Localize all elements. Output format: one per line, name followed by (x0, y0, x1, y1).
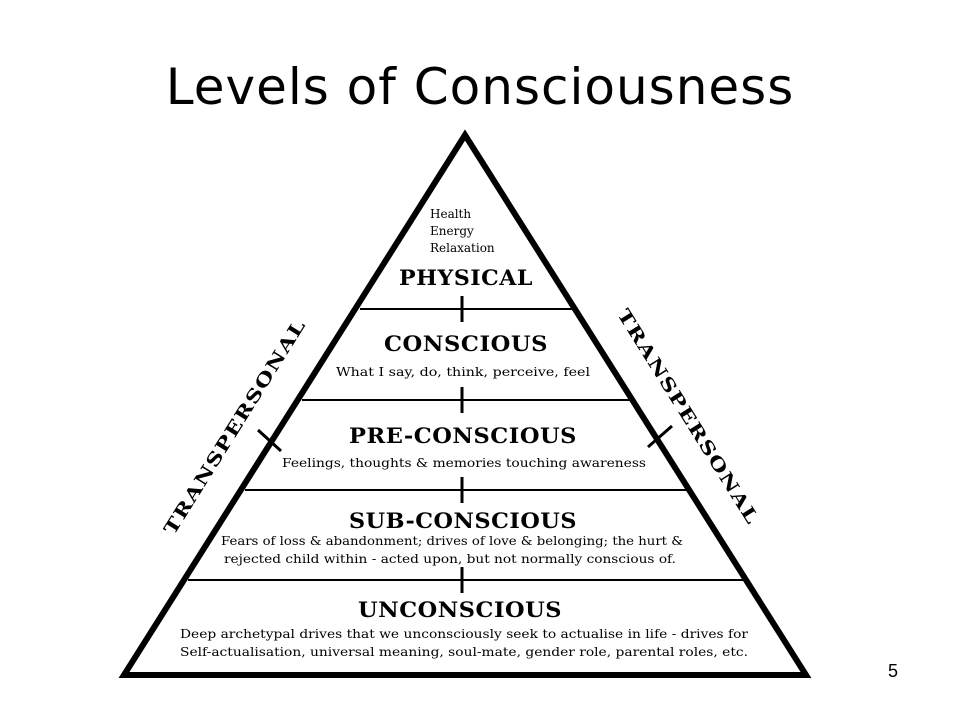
pyramid-outline (118, 129, 812, 678)
right-side-tick (647, 424, 673, 449)
level-preconscious-name: PRE-CONSCIOUS (349, 423, 577, 448)
page-number: 5 (888, 661, 899, 681)
level-subconscious-description-line2: rejected child within - acted upon, but … (224, 552, 676, 566)
side-label-right: TRANSPERSONAL (613, 306, 763, 529)
level-unconscious-description-line2: Self-actualisation, universal meaning, s… (180, 645, 748, 659)
level-unconscious-description-line1: Deep archetypal drives that we unconscio… (180, 627, 748, 641)
slide-title: Levels of Consciousness (165, 58, 795, 116)
level-conscious-name: CONSCIOUS (384, 331, 548, 356)
level-subconscious-description-line1: Fears of loss & abandonment; drives of l… (221, 534, 683, 548)
level-conscious-description: What I say, do, think, perceive, feel (336, 365, 590, 379)
level-subconscious-name: SUB-CONSCIOUS (349, 508, 577, 533)
level-unconscious-name: UNCONSCIOUS (358, 597, 562, 622)
top-note-energy: Energy (430, 224, 474, 238)
top-note-relaxation: Relaxation (430, 241, 495, 255)
left-side-tick (256, 428, 283, 453)
top-note-health: Health (430, 207, 471, 221)
level-preconscious-description: Feelings, thoughts & memories touching a… (282, 456, 646, 470)
level-physical-name: PHYSICAL (399, 265, 533, 290)
side-label-left: TRANSPERSONAL (160, 316, 310, 539)
